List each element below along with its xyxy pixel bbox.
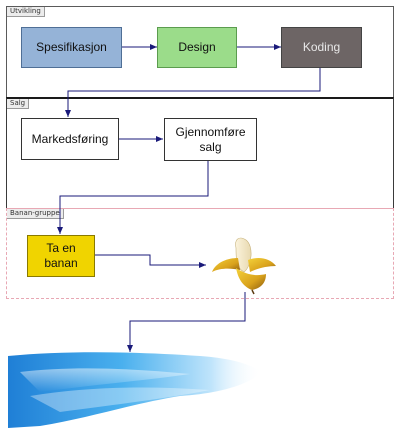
node-ta-en-banan-label-line2: banan (44, 256, 78, 270)
group-label-banan: Banan-gruppe (7, 209, 64, 219)
arrow-gjennomfore-ta-en-banan (57, 161, 209, 234)
node-markedsforing-label: Markedsføring (31, 131, 109, 146)
arrow-ta-en-banan-banana (95, 254, 206, 268)
node-ta-en-banan-label-line1: Ta en (46, 241, 76, 255)
group-banan: Banan-gruppe (6, 208, 394, 299)
node-koding[interactable]: Koding (281, 27, 362, 68)
node-ta-en-banan[interactable]: Ta en banan (27, 235, 95, 277)
node-design[interactable]: Design (157, 27, 237, 68)
arrow-banana-water (127, 292, 246, 352)
group-label-utvikling: Utvikling (7, 7, 45, 17)
node-markedsforing[interactable]: Markedsføring (21, 118, 119, 160)
group-label-salg: Salg (7, 99, 30, 109)
node-gjennomfore-salg[interactable]: Gjennomføre salg (164, 118, 257, 161)
node-spesifikasjon-label: Spesifikasjon (36, 40, 107, 54)
arrow-koding-markedsforing (65, 68, 321, 117)
node-koding-label: Koding (302, 40, 341, 54)
node-spesifikasjon[interactable]: Spesifikasjon (21, 27, 122, 68)
node-design-label: Design (178, 40, 216, 54)
node-gjennomfore-label-line1: Gjennomføre (175, 124, 246, 139)
node-gjennomfore-label-line2: salg (199, 139, 222, 154)
